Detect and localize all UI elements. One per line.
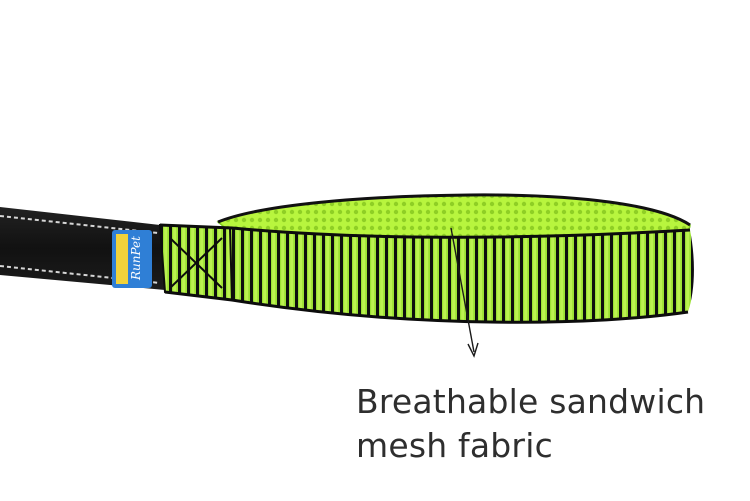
brand-tag: RunPet bbox=[112, 230, 152, 288]
caption-line-2: mesh fabric bbox=[356, 426, 553, 465]
brand-tag-text: RunPet bbox=[129, 236, 143, 281]
feature-caption: Breathable sandwich mesh fabric bbox=[356, 380, 705, 468]
arrow-down-icon bbox=[450, 227, 479, 358]
caption-line-1: Breathable sandwich bbox=[356, 382, 706, 421]
striped-band bbox=[158, 223, 694, 324]
